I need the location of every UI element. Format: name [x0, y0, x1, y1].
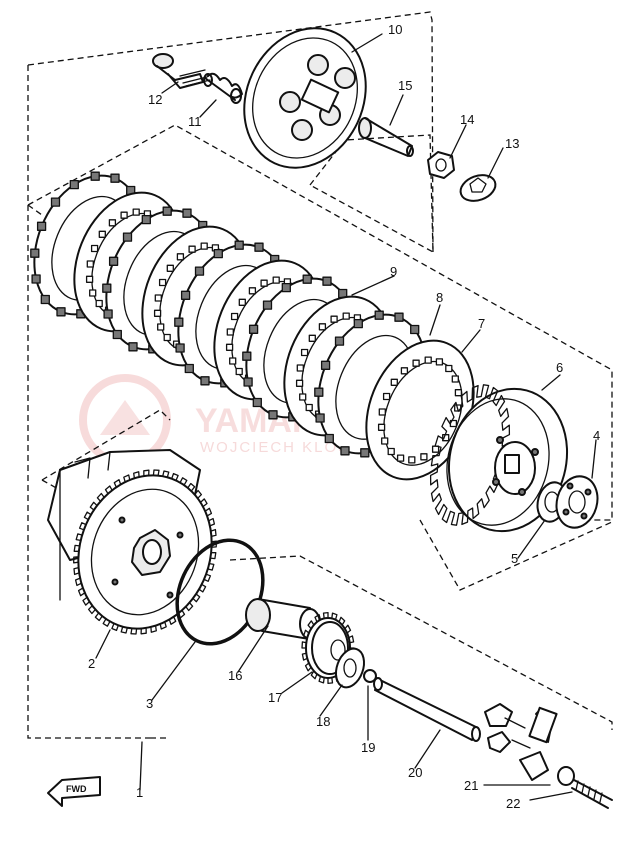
- clutch-spring: [203, 72, 243, 104]
- boss-lock-washer: [555, 475, 599, 529]
- part-label-6: 6: [556, 360, 563, 375]
- part-label-10: 10: [388, 22, 402, 37]
- part-label-5: 5: [511, 551, 518, 566]
- part-label-14: 14: [460, 112, 474, 127]
- part-label-17: 17: [268, 690, 282, 705]
- fwd-label: FWD: [66, 784, 87, 794]
- part-label-13: 13: [505, 136, 519, 151]
- lock-washer: [459, 174, 497, 202]
- part-label-8: 8: [436, 290, 443, 305]
- clutch-plates-stack: [30, 171, 475, 481]
- gear-washer: [334, 647, 366, 689]
- part-label-11: 11: [188, 114, 202, 129]
- part-label-22: 22: [506, 796, 520, 811]
- part-label-2: 2: [88, 656, 95, 671]
- steel-ball: [363, 669, 377, 683]
- group-outlines: [27, 11, 613, 739]
- part-label-9: 9: [390, 264, 397, 279]
- part-label-7: 7: [478, 316, 485, 331]
- part-label-21: 21: [464, 778, 478, 793]
- leader-lines: [95, 33, 597, 801]
- housing-gear-teeth: [73, 469, 217, 635]
- part-label-20: 20: [408, 765, 422, 780]
- pressure-plate: [243, 27, 367, 169]
- part-label-16: 16: [228, 668, 242, 683]
- boss-splines: [429, 384, 511, 526]
- part-label-12: 12: [148, 92, 162, 107]
- steel-clutch-plate: [365, 339, 475, 481]
- forward-direction-arrow: FWD: [47, 776, 101, 807]
- part-label-18: 18: [316, 714, 330, 729]
- part-label-1: 1: [136, 785, 143, 800]
- locknut: [427, 151, 455, 179]
- part-label-3: 3: [146, 696, 153, 711]
- part-label-15: 15: [398, 78, 412, 93]
- pressure-bolt: [152, 53, 211, 89]
- push-rod: [358, 117, 414, 157]
- part-label-19: 19: [361, 740, 375, 755]
- push-rod-long: [373, 677, 481, 742]
- adjuster-assembly: [484, 703, 613, 809]
- clutch-boss: [429, 384, 569, 533]
- part-label-4: 4: [593, 428, 600, 443]
